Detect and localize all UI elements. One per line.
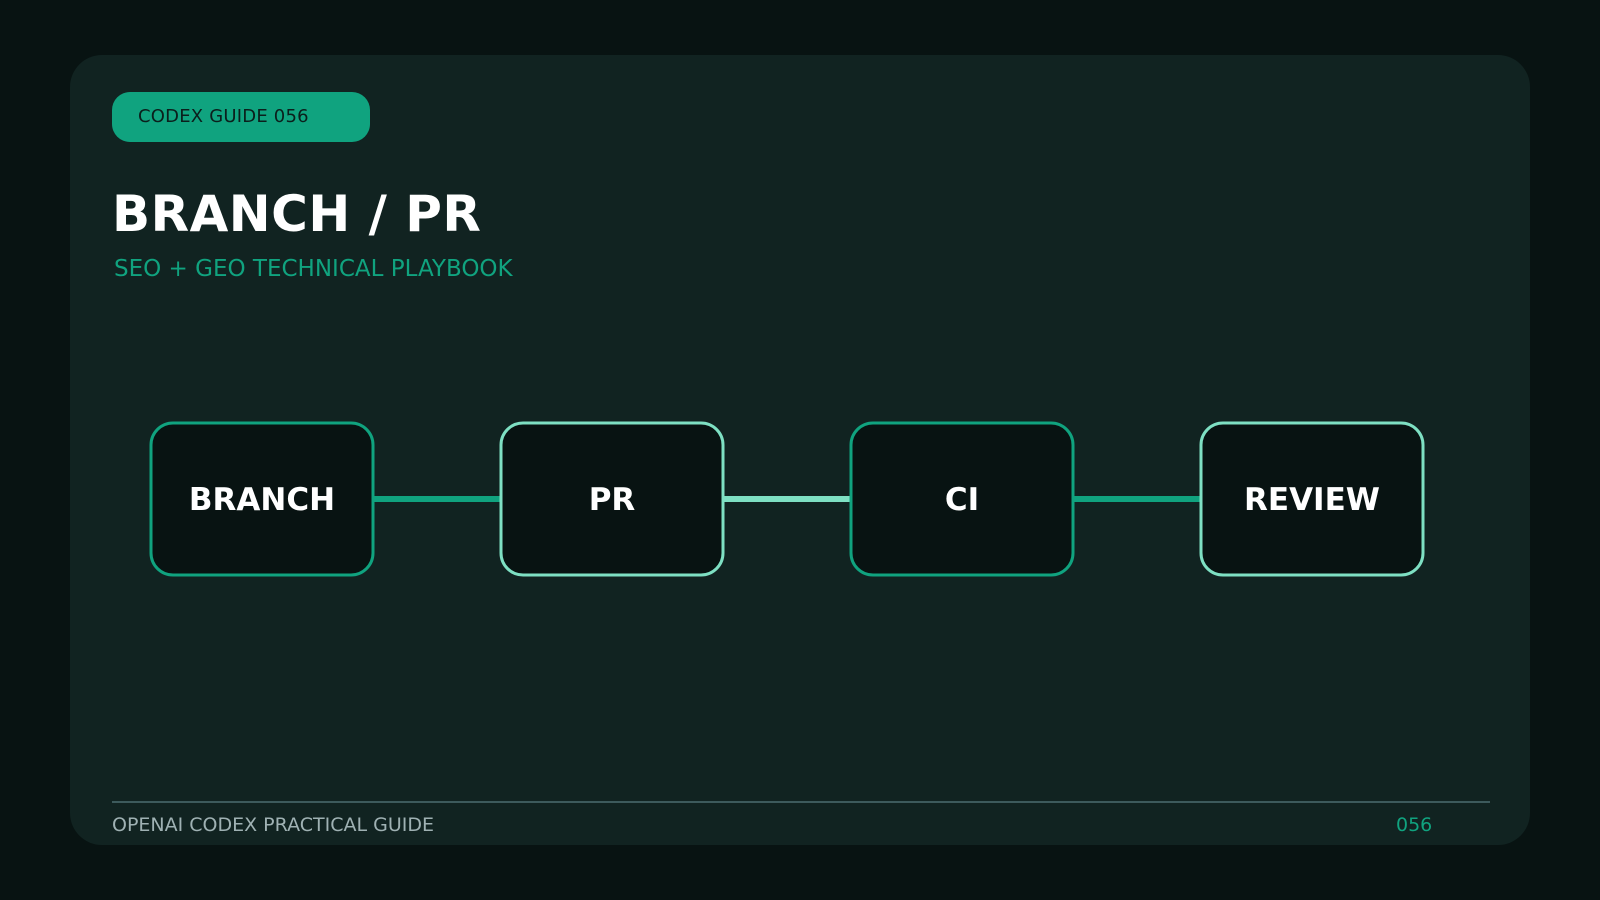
flow-node-box [1199, 421, 1425, 577]
slide-title: BRANCH / PR [112, 185, 482, 243]
flow-node-box [499, 421, 725, 577]
flow-node-review: REVIEW [1199, 421, 1425, 577]
flow-node-label: PR [589, 482, 636, 518]
flow-node-label: CI [945, 482, 979, 518]
flow-nodes: BRANCH PR CI REVIEW [149, 421, 1425, 577]
flow-node-label: BRANCH [189, 482, 335, 518]
flow-node-branch: BRANCH [149, 421, 375, 577]
footer-guide-name: OPENAI CODEX PRACTICAL GUIDE [112, 814, 434, 836]
flow-node-box [149, 421, 375, 577]
footer-page-number: 056 [1396, 814, 1433, 836]
flow-node-pr: PR [499, 421, 725, 577]
slide-subtitle: SEO + GEO TECHNICAL PLAYBOOK [114, 256, 513, 282]
slide-card: CODEX GUIDE 056 BRANCH / PR SEO + GEO TE… [70, 55, 1530, 845]
flow-diagram: BRANCH PR CI REVIEW [149, 421, 1425, 577]
flow-node-label: REVIEW [1244, 482, 1380, 518]
flow-node-ci: CI [849, 421, 1075, 577]
footer-divider [112, 801, 1490, 803]
guide-badge: CODEX GUIDE 056 [112, 92, 370, 142]
flow-node-box [849, 421, 1075, 577]
